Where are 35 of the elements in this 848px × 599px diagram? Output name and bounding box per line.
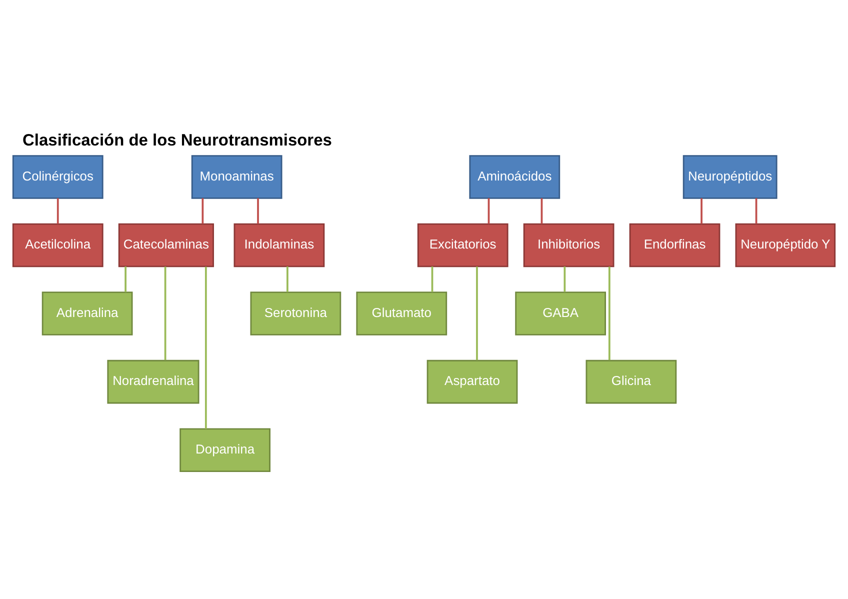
connector (608, 266, 610, 360)
node-box: Monoaminas (191, 154, 282, 198)
node-box: Excitatorios (417, 222, 508, 267)
node-box: Adrenalina (42, 291, 133, 335)
node-box: Neuropéptidos (682, 154, 778, 198)
connector (755, 198, 758, 224)
node-box: Aspartato (426, 359, 518, 404)
connector (257, 198, 259, 224)
connector (202, 198, 204, 224)
node-box: Neuropéptido Y (735, 222, 836, 267)
node-box: Serotonina (250, 291, 342, 335)
node-box: Endorfinas (629, 222, 720, 267)
connector (476, 266, 478, 360)
connector (56, 198, 59, 224)
node-box: GABA (515, 291, 606, 335)
node-box: Dopamina (180, 428, 270, 472)
node-box: Acetilcolina (12, 222, 104, 267)
connector (700, 198, 702, 224)
node-box: Glicina (586, 359, 677, 404)
node-box: Indolaminas (234, 222, 325, 267)
connector (431, 266, 434, 292)
connector (540, 198, 543, 224)
connector (124, 266, 126, 292)
connector (286, 266, 288, 292)
diagram-title: Clasificación de los Neurotransmisores (22, 130, 332, 149)
connector (488, 198, 490, 224)
connector (164, 266, 166, 360)
node-box: Inhibitorios (523, 222, 614, 267)
connector (204, 266, 207, 428)
node-box: Glutamato (356, 291, 448, 335)
connector (564, 266, 566, 292)
node-box: Noradrenalina (107, 359, 200, 404)
node-box: Colinérgicos (12, 154, 104, 198)
node-box: Aminoácidos (469, 154, 560, 198)
node-box: Catecolaminas (118, 222, 214, 267)
